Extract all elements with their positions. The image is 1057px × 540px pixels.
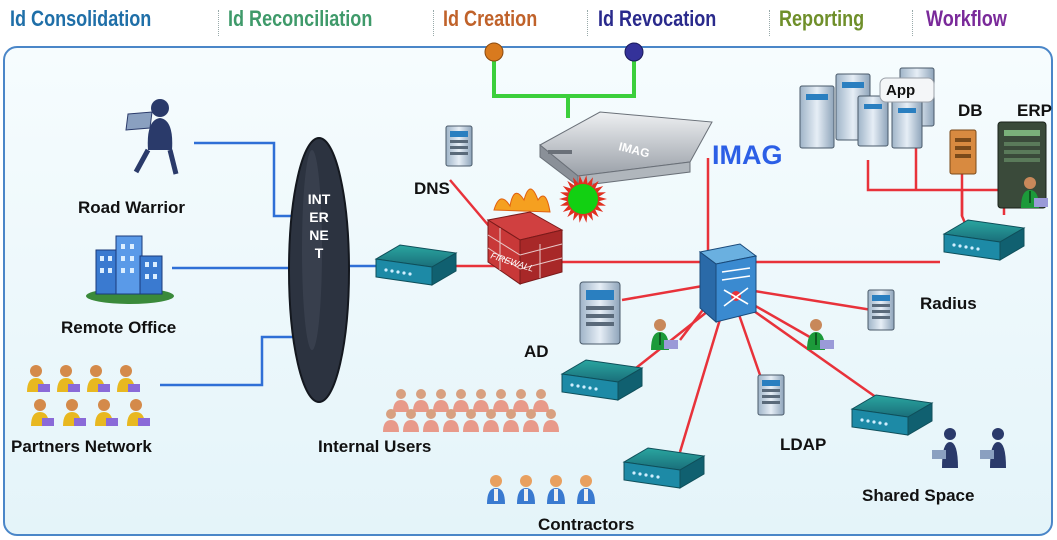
ad-label: AD (524, 342, 549, 361)
partners-network-label: Partners Network (11, 437, 152, 456)
internal-users-label: Internal Users (318, 437, 432, 456)
partners-people-icon (27, 365, 150, 426)
radius-admin-person-icon (807, 319, 834, 350)
network-links (449, 120, 1006, 453)
tab-separator (912, 10, 913, 36)
tab-separator (433, 10, 434, 36)
status-starburst-icon (559, 175, 607, 223)
tab-separator (587, 10, 588, 36)
imag-label: IMAG (712, 140, 783, 170)
contractors-router-icon (623, 447, 705, 489)
ad-server-icon (579, 281, 621, 345)
id-creation-node (484, 42, 504, 62)
tab-reporting[interactable]: Reporting (779, 6, 865, 31)
id-revocation-node (624, 42, 644, 62)
shared-space-people-icon (932, 428, 1006, 468)
core-switch-icon (698, 243, 758, 324)
road-warrior-icon (125, 99, 179, 175)
firewall-icon: FIREWALL (486, 188, 564, 285)
radius-label: Radius (920, 294, 977, 313)
feature-tab-bar: Id Consolidation Id Reconciliation Id Cr… (0, 0, 1057, 44)
shared-space-label: Shared Space (862, 486, 975, 505)
tab-id-revocation[interactable]: Id Revocation (598, 6, 717, 31)
tab-workflow[interactable]: Workflow (926, 6, 1007, 31)
tab-id-creation[interactable]: Id Creation (443, 6, 538, 31)
tab-separator (218, 10, 219, 36)
remote-office-label: Remote Office (61, 318, 177, 337)
tab-separator (769, 10, 770, 36)
internal-users-people-icon (383, 389, 559, 432)
ad-admin-person-icon (651, 319, 678, 350)
radius-server-icon (867, 289, 895, 331)
app-label: App (886, 82, 916, 99)
imag-control-links (492, 52, 636, 118)
ldap-server-icon (757, 374, 785, 416)
datacenter-router-icon (943, 219, 1025, 261)
shared-space-router-icon (851, 394, 933, 436)
remote-office-building-icon (86, 235, 174, 304)
dns-server-icon (445, 125, 473, 167)
erp-server-icon (997, 121, 1048, 209)
app-server-cluster-icon (799, 67, 935, 149)
internet-label: INTERNET (307, 191, 331, 261)
ldap-label: LDAP (780, 435, 827, 454)
erp-label: ERP (1017, 101, 1052, 120)
db-server-icon (949, 129, 977, 175)
contractors-label: Contractors (538, 515, 635, 534)
imag-appliance: IMAG (539, 111, 713, 188)
dns-label: DNS (414, 179, 450, 198)
db-label: DB (958, 101, 983, 120)
internet-cloud (288, 137, 350, 403)
tab-id-consolidation[interactable]: Id Consolidation (10, 6, 152, 31)
tab-id-reconciliation[interactable]: Id Reconciliation (228, 6, 373, 31)
road-warrior-label: Road Warrior (78, 198, 186, 217)
contractors-people-icon (487, 475, 595, 504)
internal-users-router-icon (561, 359, 643, 401)
internet-router-icon (375, 244, 457, 286)
